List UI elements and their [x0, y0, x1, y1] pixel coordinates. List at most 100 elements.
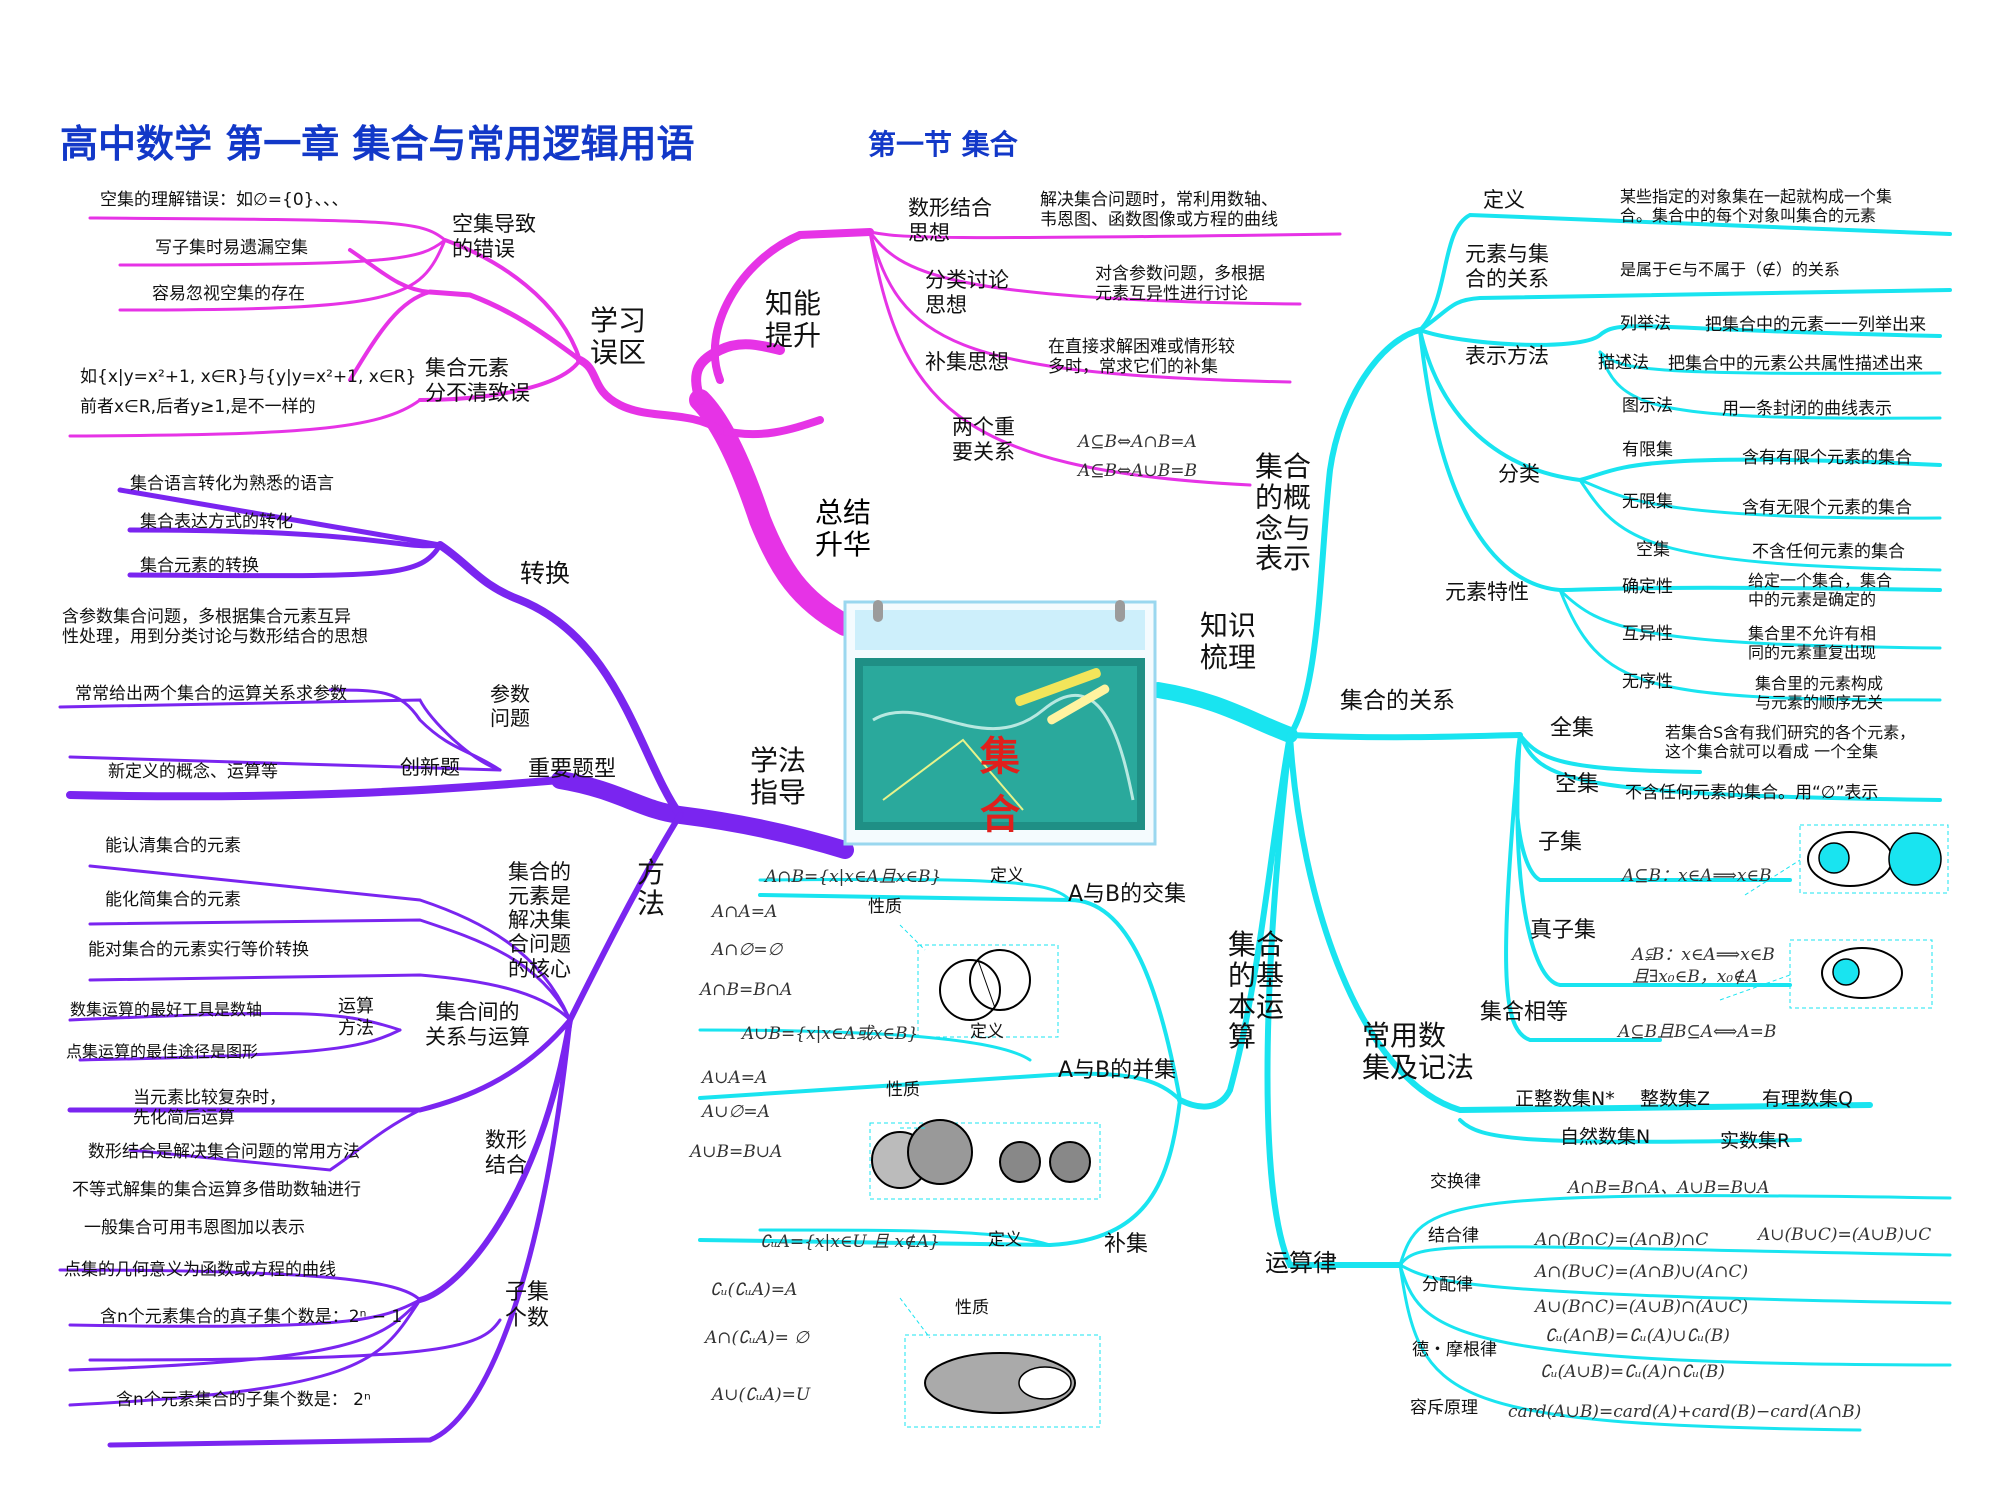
label-changyong: 常用数 集及记法: [1362, 1019, 1475, 1085]
label-shuxing: 数形 结合: [485, 1128, 527, 1178]
venn-proper-subset: [1789, 939, 1933, 1009]
lv-rongchi-label: 容斥原理: [1410, 1398, 1478, 1418]
label-zhuanhuan: 转换: [520, 559, 571, 588]
branch-zhishi: [698, 212, 1952, 1432]
biaoshi-1-text: 把集合中的元素一一列举出来: [1705, 315, 1926, 335]
hexin-1: 能认清集合的元素: [105, 836, 241, 856]
texing-2-text: 集合里不允许有相 同的元素重复出现: [1748, 624, 1877, 663]
bingji-prop-1: A∪A=A: [702, 1068, 768, 1088]
biaoshi-2-label: 描述法: [1598, 353, 1649, 373]
biaoshi-3-label: 图示法: [1622, 396, 1673, 416]
label-fenlei: 分类: [1498, 462, 1540, 486]
buji-prop-1: ∁ᵤ(∁ᵤA)=A: [710, 1280, 798, 1300]
canshu-2: 常常给出两个集合的运算关系求参数: [75, 684, 347, 704]
lv-jiehe-text2: A∪(B∪C)=(A∪B)∪C: [1758, 1225, 1932, 1245]
buji-prop-3: A∪(∁ᵤA)=U: [712, 1385, 811, 1405]
leader-subset: [1744, 859, 1801, 896]
fenlei-2-label: 无限集: [1622, 492, 1673, 512]
label-hexin: 集合的 元素是 解决集 合问题 的核心: [508, 860, 571, 981]
zhuanhuan-3: 集合元素的转换: [140, 556, 259, 576]
buji-prop-2: A∩(∁ᵤA)= ∅: [705, 1328, 810, 1348]
jiaoji-prop-2: A∩∅=∅: [712, 940, 783, 960]
zhineng-item-3-label: 补集思想: [925, 350, 1009, 374]
guanxi-text: 是属于∈与不属于（∉）的关系: [1620, 260, 1840, 279]
zhineng-item-1-text: 解决集合问题时，常利用数轴、 韦恩图、函数图像或方程的曲线: [1040, 190, 1278, 231]
venn-complement: [904, 1334, 1101, 1428]
jiaoji-prop-3: A∩B=B∩A: [700, 980, 793, 1000]
lv-jiaohuan-text: A∩B=B∩A、A∪B=B∪A: [1568, 1178, 1770, 1198]
label-fangfa: 方 法: [637, 856, 666, 920]
hexin-2: 能化简集合的元素: [105, 890, 241, 910]
guanxi-kongji-label: 空集: [1555, 772, 1600, 797]
jiaoji-prop-1: A∩A=A: [712, 902, 778, 922]
label-canshu: 参数 问题: [490, 682, 530, 730]
label-ziji: 子集 个数: [505, 1280, 550, 1332]
yuansu-text: 如{x|y=x²+1, x∈R}与{y|y=x²+1, x∈R} 前者x∈R,后…: [80, 367, 417, 417]
yunsuanfangfa-1: 数集运算的最好工具是数轴: [70, 1000, 263, 1019]
shuji-zhengshu: 整数集Z: [1640, 1088, 1711, 1110]
shuxing-1: 数形结合是解决集合问题的常用方法: [88, 1142, 360, 1162]
label-kongji: 空集导致 的错误: [452, 212, 536, 262]
label-bingji: A与B的并集: [1058, 1058, 1177, 1083]
label-zhishi: 知识 梳理: [1200, 609, 1257, 675]
venn-subset: [1799, 824, 1949, 894]
bingji-prop-label: 性质: [886, 1080, 920, 1100]
texing-2-label: 互异性: [1622, 624, 1673, 644]
lv-rongchi-text: card(A∪B)=card(A)+card(B)−card(A∩B): [1508, 1402, 1862, 1422]
guanxi-ziji-label: 子集: [1538, 830, 1583, 855]
buji-prop-label: 性质: [955, 1298, 989, 1318]
label-guanxi: 元素与集 合的关系: [1465, 242, 1549, 292]
shuxing-3: 一般集合可用韦恩图加以表示: [84, 1218, 305, 1238]
center-board: 集 合: [843, 600, 1157, 846]
label-zongjie: 总结 升华: [815, 496, 872, 562]
shuxing-4: 点集的几何意义为函数或方程的曲线: [64, 1260, 336, 1280]
kongji-item-3: 容易忽视空集的存在: [152, 284, 305, 304]
guanxi-quanji-text: 若集合S含有我们研究的各个元素， 这个集合就可以看成 一个全集: [1665, 723, 1916, 762]
dingyi-text: 某些指定的对象集在一起就构成一个集 合。集合中的每个对象叫集合的元素: [1620, 187, 1893, 226]
page-title: 高中数学 第一章 集合与常用逻辑用语: [60, 122, 695, 166]
venn-intersection: [917, 944, 1059, 1038]
label-dingyi: 定义: [1483, 188, 1525, 212]
yunsuanfangfa-2: 点集运算的最佳途径是图形: [66, 1042, 259, 1061]
guanxi-kongji-text: 不含任何元素的集合。用“∅”表示: [1625, 783, 1879, 803]
lv-demogen-label: 德・摩根律: [1412, 1340, 1497, 1360]
zhineng-item-1-label: 数形结合 思想: [908, 196, 992, 246]
zhineng-item-3-text: 在直接求解困难或情形较 多时，常求它们的补集: [1048, 337, 1235, 378]
label-jiaoji: A与B的交集: [1068, 882, 1187, 907]
guanxi-xiangdeng-text: A⊆B且B⊆A⟺A=B: [1618, 1022, 1777, 1042]
guanxi-zhenziji-label: 真子集: [1530, 918, 1597, 943]
lv-jiehe-label: 结合律: [1428, 1226, 1479, 1246]
hexin-3: 能对集合的元素实行等价转换: [88, 940, 309, 960]
label-yunsuanlv: 运算律: [1265, 1249, 1337, 1277]
guanxi-zhenziji-text: A⫋B：x∈A⟹x∈B 且∃x₀∈B，x₀∉A: [1632, 945, 1775, 988]
label-chuangxin: 创新题: [400, 755, 460, 779]
texing-1-text: 给定一个集合，集合 中的元素是确定的: [1748, 571, 1893, 610]
biaoshi-2-text: 把集合中的元素公共属性描述出来: [1668, 354, 1923, 374]
lv-demogen-text: ∁ᵤ(A∩B)=∁ᵤ(A)∪∁ᵤ(B): [1545, 1326, 1730, 1346]
shuxing-2: 不等式解集的集合运算多借助数轴进行: [72, 1180, 361, 1200]
guanxi-ziji-text: A⊆B：x∈A⟹x∈B: [1622, 866, 1772, 886]
leader-complement: [899, 1297, 931, 1339]
buji-def: ∁ᵤA={x|x∈U 且 x∉A}: [760, 1232, 940, 1252]
shuji-youlishu: 有理数集Q: [1762, 1088, 1853, 1110]
leader-proper: [1719, 974, 1791, 1001]
zhineng-item-2-label: 分类讨论 思想: [925, 268, 1009, 318]
zhuanhuan-2: 集合表达方式的转化: [140, 512, 293, 532]
kongji-item-2: 写子集时易遗漏空集: [155, 238, 308, 258]
branch-zongjie: [68, 216, 1342, 636]
label-xuefa: 学法 指导: [750, 744, 807, 810]
fenlei-2-text: 含有无限个元素的集合: [1742, 498, 1912, 518]
label-yunsuanfangfa: 运算 方法: [338, 996, 374, 1039]
label-yunsuan: 集合 的基 本运 算: [1228, 928, 1285, 1054]
label-tixing: 重要题型: [528, 757, 617, 782]
center-title: 集 合: [980, 734, 1080, 838]
canshu-1: 含参数集合问题，多根据集合元素互异 性处理，用到分类讨论与数形结合的思想: [62, 607, 368, 648]
jiaoji-def-label: 定义: [990, 866, 1024, 886]
texing-3-label: 无序性: [1622, 672, 1673, 692]
biaoshi-1-label: 列举法: [1620, 314, 1671, 334]
biaoshi-3-text: 用一条封闭的曲线表示: [1722, 399, 1892, 419]
jiaoji-prop-label: 性质: [868, 897, 902, 917]
guanxi-quanji-label: 全集: [1550, 716, 1595, 741]
lv-fenpei-text: A∩(B∪C)=(A∩B)∪(A∩C): [1535, 1262, 1749, 1282]
bingji-prop-2: A∪∅=A: [702, 1102, 770, 1122]
